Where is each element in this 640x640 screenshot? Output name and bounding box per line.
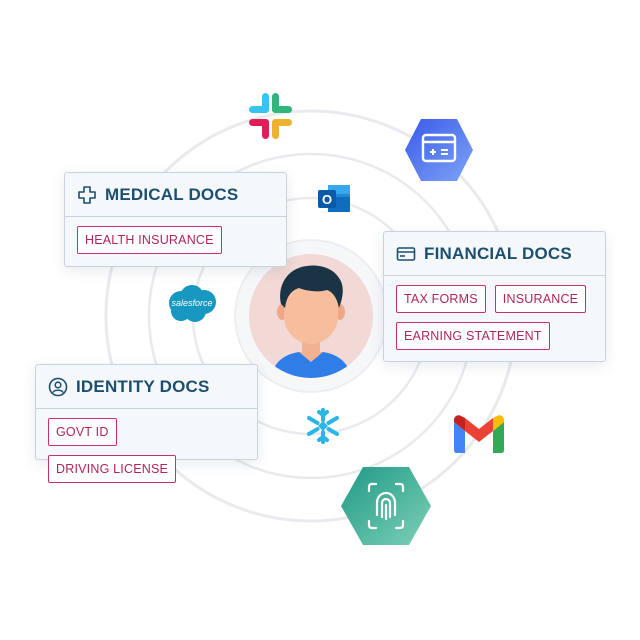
medical-docs-title: MEDICAL DOCS xyxy=(105,184,239,204)
calculator-card-icon[interactable] xyxy=(403,117,475,183)
tag-govt-id[interactable]: GOVT ID xyxy=(48,418,117,446)
user-avatar xyxy=(249,254,373,378)
tag-tax-forms[interactable]: TAX FORMS xyxy=(396,285,486,313)
medical-docs-card[interactable]: MEDICAL DOCS HEALTH INSURANCE xyxy=(64,172,287,267)
person-icon xyxy=(271,265,351,378)
identity-docs-title: IDENTITY DOCS xyxy=(76,376,210,396)
identity-docs-header: IDENTITY DOCS xyxy=(36,365,257,409)
financial-docs-tags: TAX FORMS INSURANCE EARNING STATEMENT xyxy=(384,276,605,359)
identity-icon xyxy=(48,377,68,396)
gmail-icon[interactable] xyxy=(452,414,506,454)
salesforce-wordmark: salesforce xyxy=(171,298,213,308)
tag-insurance[interactable]: INSURANCE xyxy=(494,285,587,313)
salesforce-icon[interactable]: salesforce xyxy=(165,283,219,325)
slack-icon[interactable] xyxy=(245,91,295,141)
identity-docs-card[interactable]: IDENTITY DOCS GOVT ID DRIVING LICENSE xyxy=(35,364,258,483)
outlook-icon[interactable]: O xyxy=(316,182,352,216)
financial-docs-card[interactable]: FINANCIAL DOCS TAX FORMS INSURANCE EARNI… xyxy=(383,231,606,362)
medical-docs-tags: HEALTH INSURANCE xyxy=(65,217,286,263)
tag-earning-statement[interactable]: EARNING STATEMENT xyxy=(396,322,550,350)
fingerprint-icon[interactable] xyxy=(339,465,433,547)
tag-driving-license[interactable]: DRIVING LICENSE xyxy=(48,455,177,483)
identity-docs-tags: GOVT ID DRIVING LICENSE xyxy=(36,409,257,492)
financial-docs-header: FINANCIAL DOCS xyxy=(384,232,605,276)
snowflake-icon[interactable] xyxy=(304,407,342,445)
salesforce-cloud-icon xyxy=(169,285,216,322)
tag-health-insurance[interactable]: HEALTH INSURANCE xyxy=(77,226,222,254)
medical-docs-header: MEDICAL DOCS xyxy=(65,173,286,217)
medical-cross-icon xyxy=(78,185,96,204)
outlook-letter: O xyxy=(322,192,332,207)
financial-docs-title: FINANCIAL DOCS xyxy=(424,243,572,263)
card-icon xyxy=(396,246,416,261)
